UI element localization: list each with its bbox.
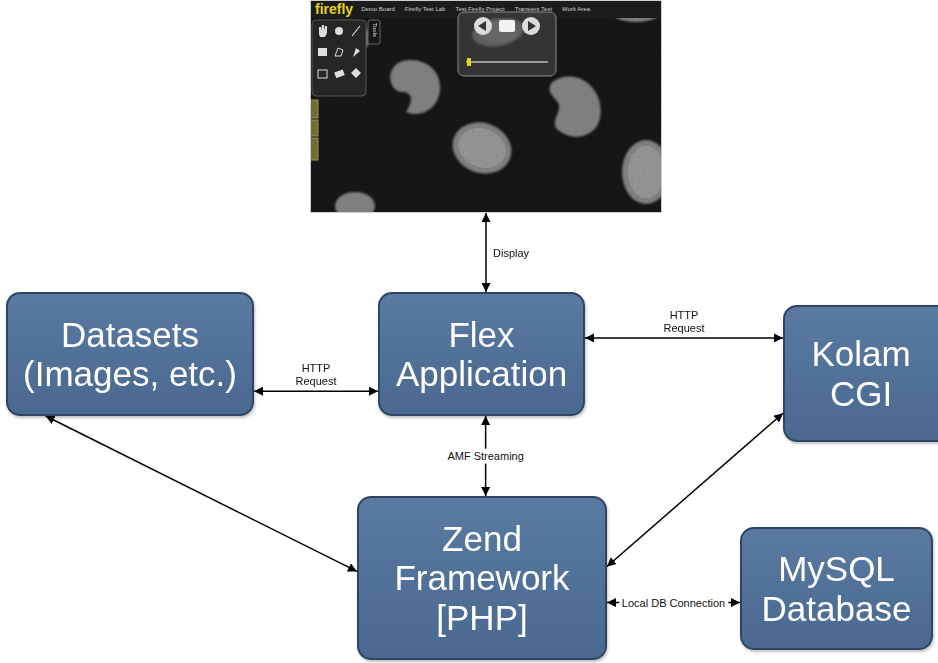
screenshot-frame	[311, 1, 662, 213]
image-ground	[310, 0, 662, 213]
process-box: Zend Framework [PHP]	[357, 496, 607, 660]
frame-slider	[458, 12, 556, 76]
image-noise	[310, 0, 662, 213]
process-box: Kolam CGI	[783, 305, 938, 442]
node-label: MySQL Database	[748, 549, 925, 627]
tools-panel	[312, 20, 366, 96]
cell-nuclei	[320, 0, 662, 213]
menu-item: Firefly Test Lab	[405, 5, 446, 13]
process-box: Flex Application	[378, 292, 585, 416]
node-label: Zend Framework [PHP]	[365, 519, 599, 637]
connector-label: Display	[493, 246, 529, 259]
database-box: MySQL Database	[740, 527, 933, 650]
connector-label: AMF Streaming	[444, 449, 526, 464]
process-box: Datasets (Images, etc.)	[6, 292, 254, 416]
menu-item: Demo Board	[361, 5, 395, 13]
tool-icons	[318, 25, 361, 78]
connector-arrow	[254, 390, 378, 392]
menu-item: Test Firefly Project	[455, 5, 504, 13]
node-label: Flex Application	[386, 315, 577, 393]
connector-arrow	[585, 337, 783, 339]
menu-item: Work Area	[562, 5, 590, 13]
app-logo: firefly	[315, 1, 353, 17]
app-screenshot-node: firefly Demo Board Firefly Test Lab Test Fi…	[310, 0, 662, 213]
node-label: Kolam CGI	[791, 334, 931, 412]
connector-arrow	[485, 213, 487, 292]
connector-label: HTTP Request	[296, 362, 337, 387]
connector-label: Local DB Connection	[619, 595, 728, 610]
tools-tab	[368, 20, 380, 44]
tab-label: Tools	[371, 20, 379, 40]
node-label: Datasets (Images, etc.)	[14, 315, 246, 393]
side-tabs	[310, 100, 318, 160]
connector-arrow	[46, 416, 357, 571]
menu-row: firefly Demo Board Firefly Test Lab Test Fi…	[310, 0, 662, 18]
menu-item: Transient Test	[515, 5, 552, 13]
app-screenshot	[310, 0, 662, 213]
connector-label: HTTP Request	[664, 309, 705, 334]
